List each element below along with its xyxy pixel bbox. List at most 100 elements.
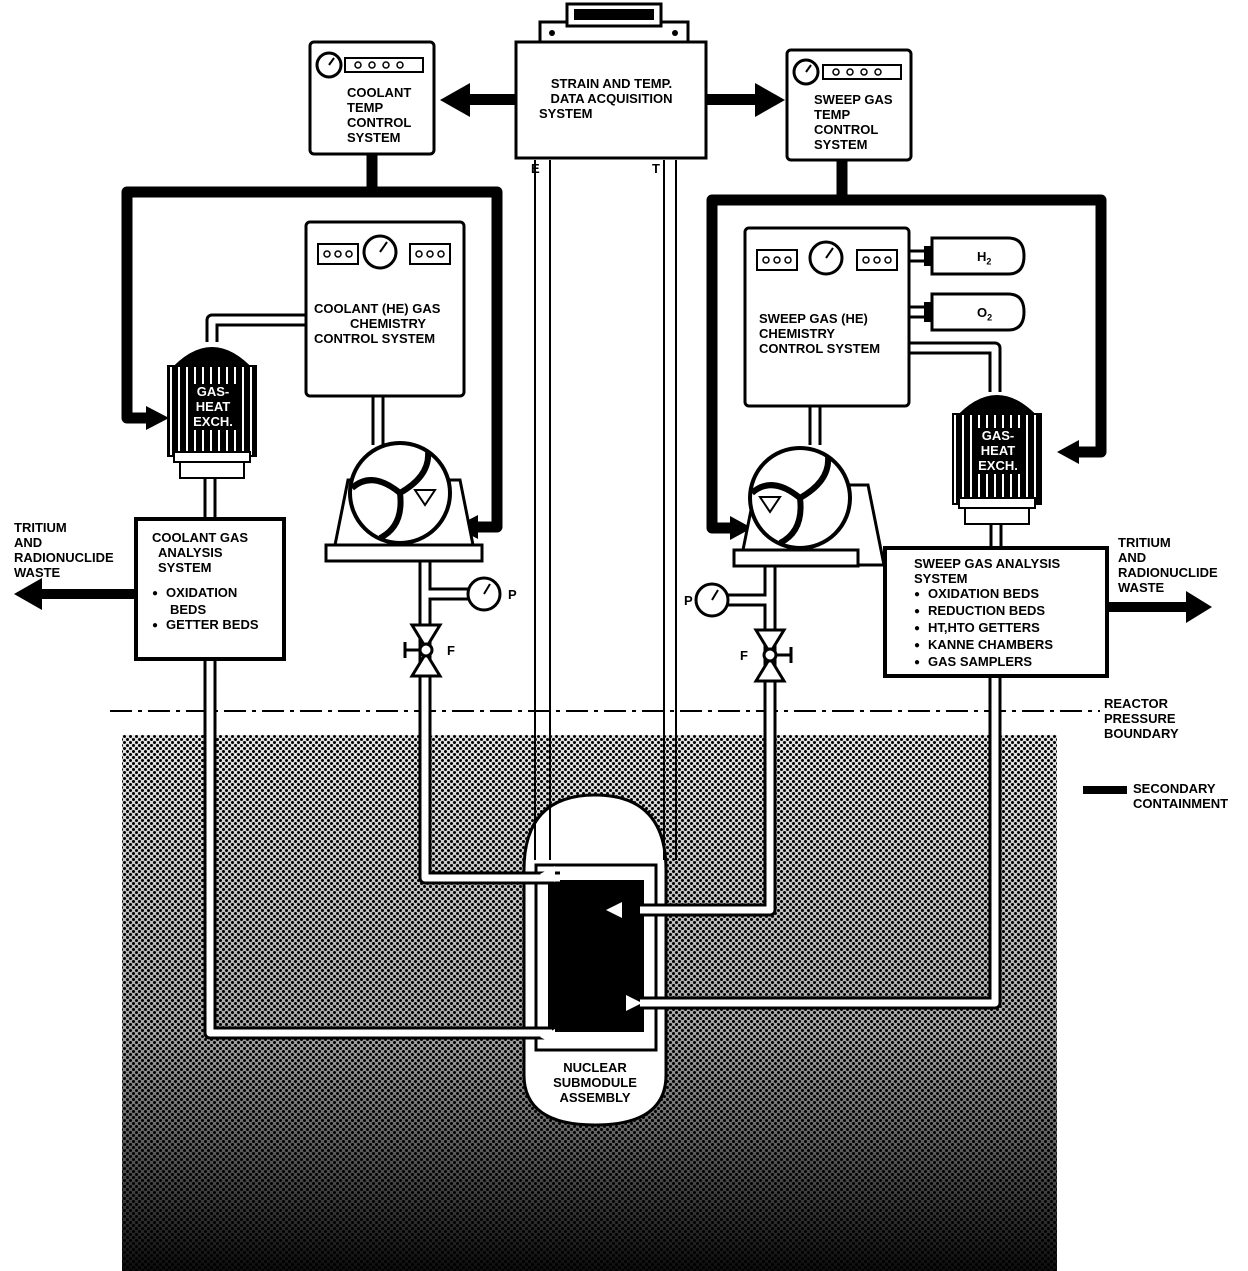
sweep-chem-line2: CHEMISTRY — [759, 326, 836, 341]
coolant-chemistry-label: COOLANT (He) GAS CHEMISTRY CONTROL SYSTE… — [314, 301, 440, 346]
h2-cylinder-icon — [924, 236, 1026, 276]
secondary-containment-label: SECONDARY CONTAINMENT — [1133, 781, 1228, 811]
gas-pipes — [203, 249, 1003, 1040]
coolant-analysis-item-getter: GETTER BEDS — [152, 617, 258, 634]
hx-left-line2: HEAT — [195, 399, 231, 414]
waste-left-line1: TRITIUM — [14, 520, 67, 535]
flow-right-label: F — [740, 648, 748, 663]
boundary-line2: PRESSURE — [1104, 711, 1176, 726]
submodule-line1: NUCLEAR — [563, 1060, 627, 1075]
data-acquisition-box — [514, 2, 708, 160]
o2-sub: 2 — [987, 312, 993, 323]
loop-arrowheads — [146, 406, 1079, 540]
pressure-left-label: P — [508, 587, 517, 602]
pressure-right-label: P — [684, 593, 693, 608]
coolant-temp-control-box — [308, 40, 436, 156]
coolant-temp-line2: TEMP — [347, 100, 384, 115]
submodule-flow-arrows — [540, 866, 642, 1045]
sweep-temp-label: SWEEP GAS TEMP CONTROL SYSTEM — [814, 92, 893, 152]
coolant-temp-line4: SYSTEM — [347, 130, 401, 145]
sweep-chem-line3: CONTROL SYSTEM — [759, 341, 881, 356]
pressure-gauge-left-icon — [466, 576, 502, 612]
sweep-gas-temp-control-box — [785, 48, 913, 162]
sweep-analysis-item-reduction: REDUCTION BEDS — [914, 603, 1060, 620]
pump-left-icon — [324, 441, 484, 563]
boundary-line3: BOUNDARY — [1104, 726, 1179, 741]
coolant-analysis-line3: SYSTEM — [158, 560, 212, 575]
reactor-boundary-label: REACTOR PRESSURE BOUNDARY — [1104, 696, 1179, 741]
h2-label: H2 — [977, 249, 991, 270]
coolant-chemistry-box — [304, 220, 466, 398]
waste-right-line1: TRITIUM — [1118, 535, 1171, 550]
secondary-line2: CONTAINMENT — [1133, 796, 1229, 811]
sweep-analysis-item-kanne: KANNE CHAMBERS — [914, 637, 1060, 654]
coolant-analysis-line2: ANALYSIS — [158, 545, 223, 560]
instrument-tube — [534, 160, 677, 860]
heat-exchanger-right-icon — [952, 395, 1042, 525]
waste-arrows — [14, 578, 1212, 623]
submodule-label: NUCLEAR SUBMODULE ASSEMBLY — [540, 1060, 650, 1105]
sweep-analysis-label: SWEEP GAS ANALYSIS SYSTEM OXIDATION BEDS… — [914, 556, 1060, 671]
hx-left-line3: EXCH. — [193, 414, 233, 429]
data-acquisition-line2: DATA ACQUISITION — [550, 91, 673, 106]
h2-sub: 2 — [986, 256, 992, 267]
flow-valve-left-icon — [403, 623, 443, 678]
sweep-analysis-item-samplers: GAS SAMPLERS — [914, 654, 1060, 671]
pump-right-icon — [732, 446, 886, 568]
sweep-temp-line2: TEMP — [814, 107, 851, 122]
coolant-chem-line3: CONTROL SYSTEM — [314, 331, 436, 346]
coolant-analysis-item-oxidation: OXIDATION — [152, 585, 259, 602]
sweep-temp-line4: SYSTEM — [814, 137, 868, 152]
data-arrows — [440, 83, 785, 117]
sweep-chem-line1: SWEEP GAS (He) — [759, 311, 868, 326]
sweep-temp-line3: CONTROL — [814, 122, 879, 137]
heat-exchanger-left-icon — [167, 347, 257, 479]
boundary-line1: REACTOR — [1104, 696, 1169, 711]
data-acquisition-label: STRAIN AND TEMP. DATA ACQUISITION SYSTEM — [524, 76, 699, 121]
sweep-analysis-item-getters: HT,HTO GETTERS — [914, 620, 1060, 637]
control-loops — [121, 155, 1107, 534]
hx-right-line1: GAS- — [981, 428, 1015, 443]
o2-cylinder-icon — [924, 292, 1026, 332]
waste-left-label: TRITIUM AND RADIONUCLIDE WASTE — [14, 520, 114, 580]
o2-base: O — [977, 305, 988, 320]
waste-right-line4: WASTE — [1118, 580, 1165, 595]
sweep-analysis-line2: SYSTEM — [914, 571, 968, 586]
temp-lead-label: T — [652, 161, 660, 176]
secondary-line1: SECONDARY — [1133, 781, 1216, 796]
hx-right-line3: EXCH. — [978, 458, 1018, 473]
waste-left-line3: RADIONUCLIDE — [14, 550, 114, 565]
waste-right-label: TRITIUM AND RADIONUCLIDE WASTE — [1118, 535, 1218, 595]
submodule-line3: ASSEMBLY — [559, 1090, 631, 1105]
heat-exchanger-right-label: GAS- HEAT EXCH. — [973, 428, 1023, 473]
submodule-line2: SUBMODULE — [553, 1075, 637, 1090]
waste-right-line3: RADIONUCLIDE — [1118, 565, 1218, 580]
data-acquisition-line3: SYSTEM — [539, 106, 593, 121]
coolant-temp-line3: CONTROL — [347, 115, 412, 130]
coolant-analysis-label: COOLANT GAS ANALYSIS SYSTEM OXIDATION BE… — [152, 530, 259, 634]
hx-left-line1: GAS- — [196, 384, 230, 399]
pressure-gauge-right-icon — [694, 582, 730, 618]
coolant-temp-line1: COOLANT — [347, 85, 412, 100]
coolant-analysis-line1: COOLANT GAS — [152, 530, 249, 545]
hx-right-line2: HEAT — [980, 443, 1016, 458]
sweep-analysis-item-oxidation: OXIDATION BEDS — [914, 586, 1060, 603]
h2-base: H — [977, 249, 987, 264]
coolant-analysis-item-beds: BEDS — [170, 602, 207, 617]
sweep-chemistry-box — [743, 226, 911, 408]
sweep-chemistry-label: SWEEP GAS (He) CHEMISTRY CONTROL SYSTEM — [759, 311, 880, 356]
waste-left-line4: WASTE — [14, 565, 61, 580]
data-acquisition-line1: STRAIN AND TEMP. — [550, 76, 673, 91]
waste-left-line2: AND — [14, 535, 43, 550]
sweep-temp-line1: SWEEP GAS — [814, 92, 893, 107]
secondary-containment-legend-swatch — [1083, 786, 1127, 794]
o2-label: O2 — [977, 305, 992, 326]
coolant-temp-label: COOLANT TEMP CONTROL SYSTEM — [347, 85, 411, 145]
waste-right-line2: AND — [1118, 550, 1147, 565]
coolant-chem-line1: COOLANT (He) GAS — [314, 301, 441, 316]
sweep-analysis-line1: SWEEP GAS ANALYSIS — [914, 556, 1061, 571]
heat-exchanger-left-label: GAS- HEAT EXCH. — [188, 384, 238, 429]
strain-lead-label: E — [531, 161, 540, 176]
flow-left-label: F — [447, 643, 455, 658]
